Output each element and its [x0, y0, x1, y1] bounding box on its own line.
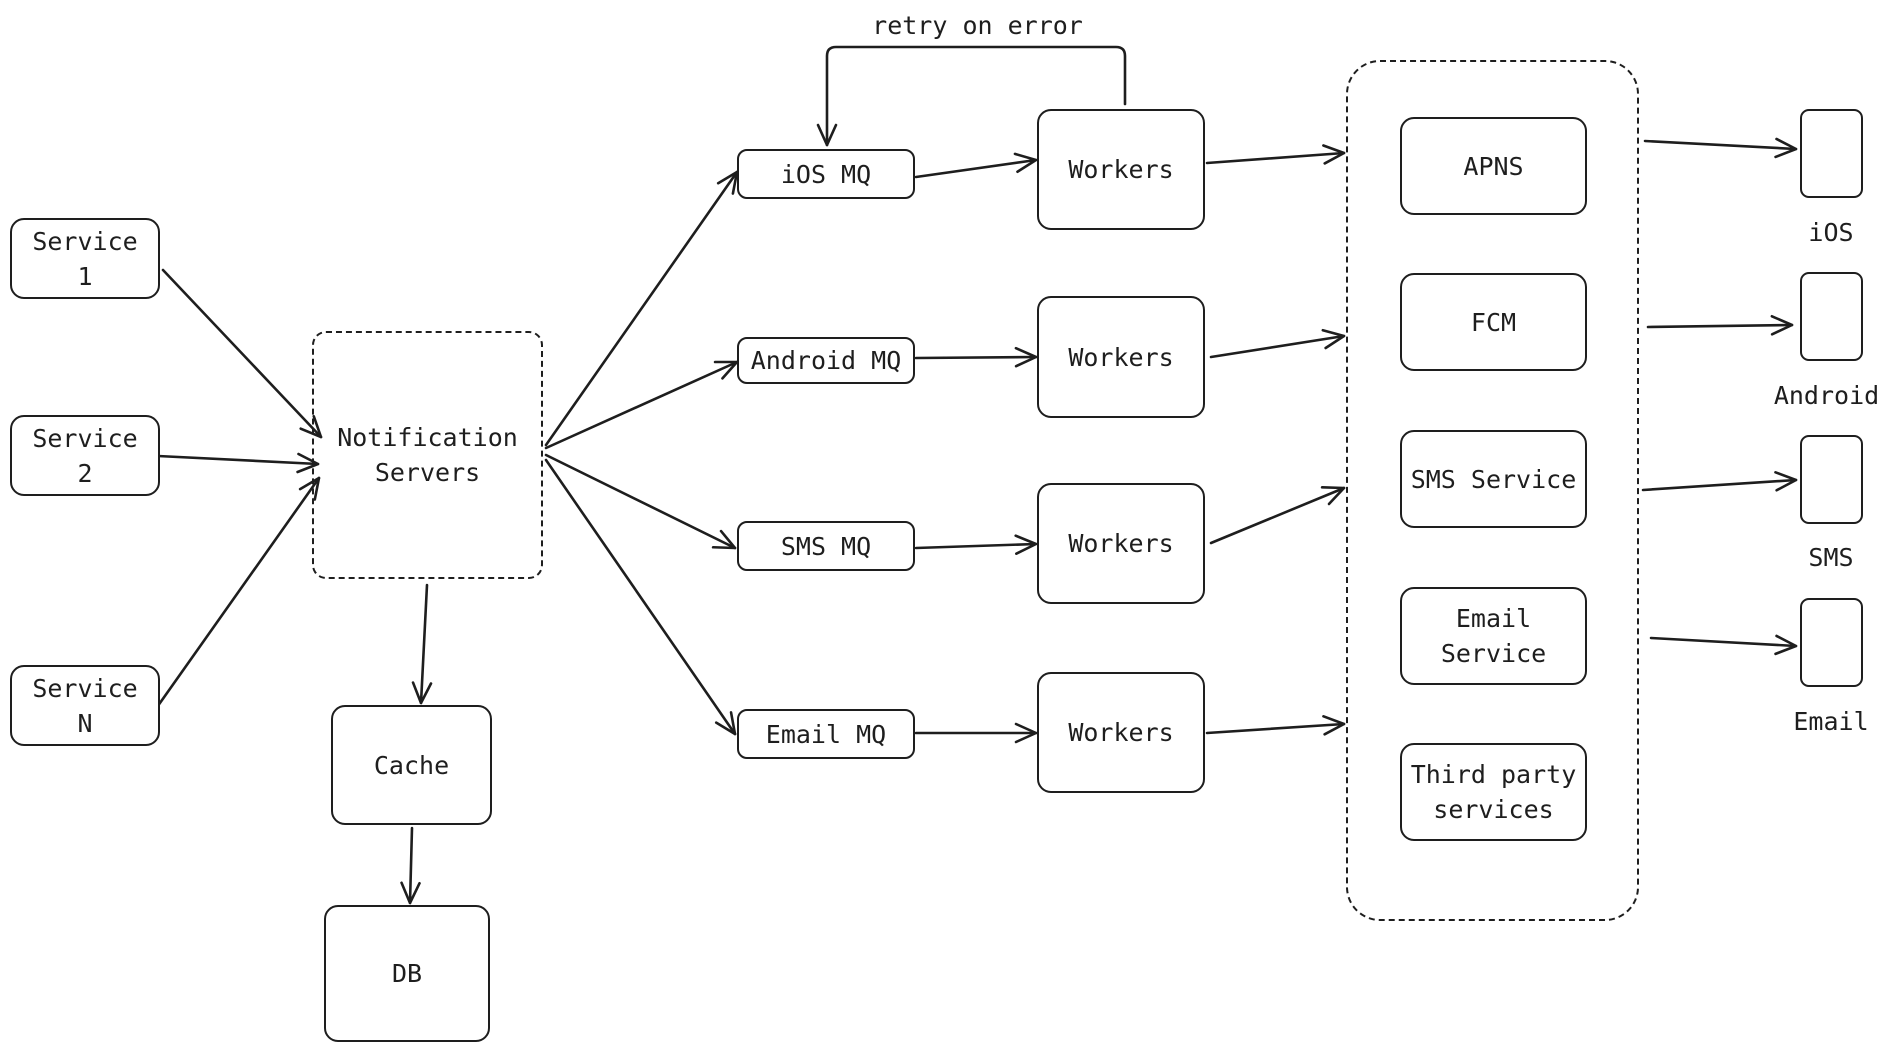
workers-android-box[interactable]: Workers [1037, 296, 1205, 418]
arrow-cache-to-db [400, 826, 421, 905]
sms-mq-box[interactable]: SMS MQ [737, 521, 915, 571]
db-box[interactable]: DB [324, 905, 490, 1042]
sms-device-label: SMS [1808, 543, 1854, 572]
apns-box[interactable]: APNS [1400, 117, 1587, 215]
workers-email-box[interactable]: Workers [1037, 672, 1205, 793]
service-n-box[interactable]: Service N [10, 665, 160, 746]
android-mq-box[interactable]: Android MQ [737, 337, 915, 384]
third-party-group [1346, 60, 1639, 921]
retry-on-error-label: retry on error [872, 11, 1083, 40]
arrow-fcm-to-android [1646, 314, 1794, 336]
service-1-box[interactable]: Service 1 [10, 218, 160, 299]
android-device-icon[interactable] [1800, 272, 1863, 361]
ios-device-label: iOS [1808, 218, 1854, 247]
arrow-sms-service-to-sms [1641, 471, 1798, 492]
arrow-service2-to-notification [156, 452, 320, 474]
arrow-apns-to-ios [1643, 137, 1798, 159]
sms-service-box[interactable]: SMS Service [1400, 430, 1587, 528]
workers-sms-box[interactable]: Workers [1037, 483, 1205, 604]
sms-device-icon[interactable] [1800, 435, 1863, 524]
arrow-workers4-to-third-party [1205, 715, 1346, 736]
ios-device-icon[interactable] [1800, 109, 1863, 198]
android-device-label: Android [1773, 381, 1880, 410]
arrow-sms-mq-to-workers [914, 534, 1038, 555]
arrow-retry-loop [816, 45, 1127, 147]
arrow-notification-to-sms-mq [544, 453, 737, 550]
arrow-notification-to-ios-mq [544, 170, 739, 447]
fcm-box[interactable]: FCM [1400, 273, 1587, 371]
arrow-notification-to-cache [411, 583, 433, 705]
service-2-box[interactable]: Service 2 [10, 415, 160, 496]
ios-mq-box[interactable]: iOS MQ [737, 149, 915, 199]
email-device-label: Email [1793, 707, 1869, 736]
arrow-android-mq-to-workers [914, 346, 1038, 368]
email-service-box[interactable]: Email Service [1400, 587, 1587, 685]
arrow-workers2-to-third-party [1209, 328, 1346, 359]
third-party-services-box[interactable]: Third party services [1400, 743, 1587, 841]
arrow-service1-to-notification [161, 268, 323, 439]
email-device-icon[interactable] [1800, 598, 1863, 687]
arrow-workers1-to-third-party [1205, 144, 1346, 165]
cache-box[interactable]: Cache [331, 705, 492, 825]
workers-ios-box[interactable]: Workers [1037, 109, 1205, 230]
arrow-workers3-to-third-party [1209, 486, 1346, 545]
arrow-ios-mq-to-workers [914, 152, 1038, 179]
arrow-notification-to-email-mq [544, 458, 737, 736]
email-mq-box[interactable]: Email MQ [737, 709, 915, 759]
arrow-notification-to-android-mq [544, 360, 739, 450]
notification-servers-box[interactable]: Notification Servers [312, 331, 543, 579]
arrow-email-service-to-email [1649, 634, 1798, 656]
arrow-serviceN-to-notification [153, 476, 321, 712]
